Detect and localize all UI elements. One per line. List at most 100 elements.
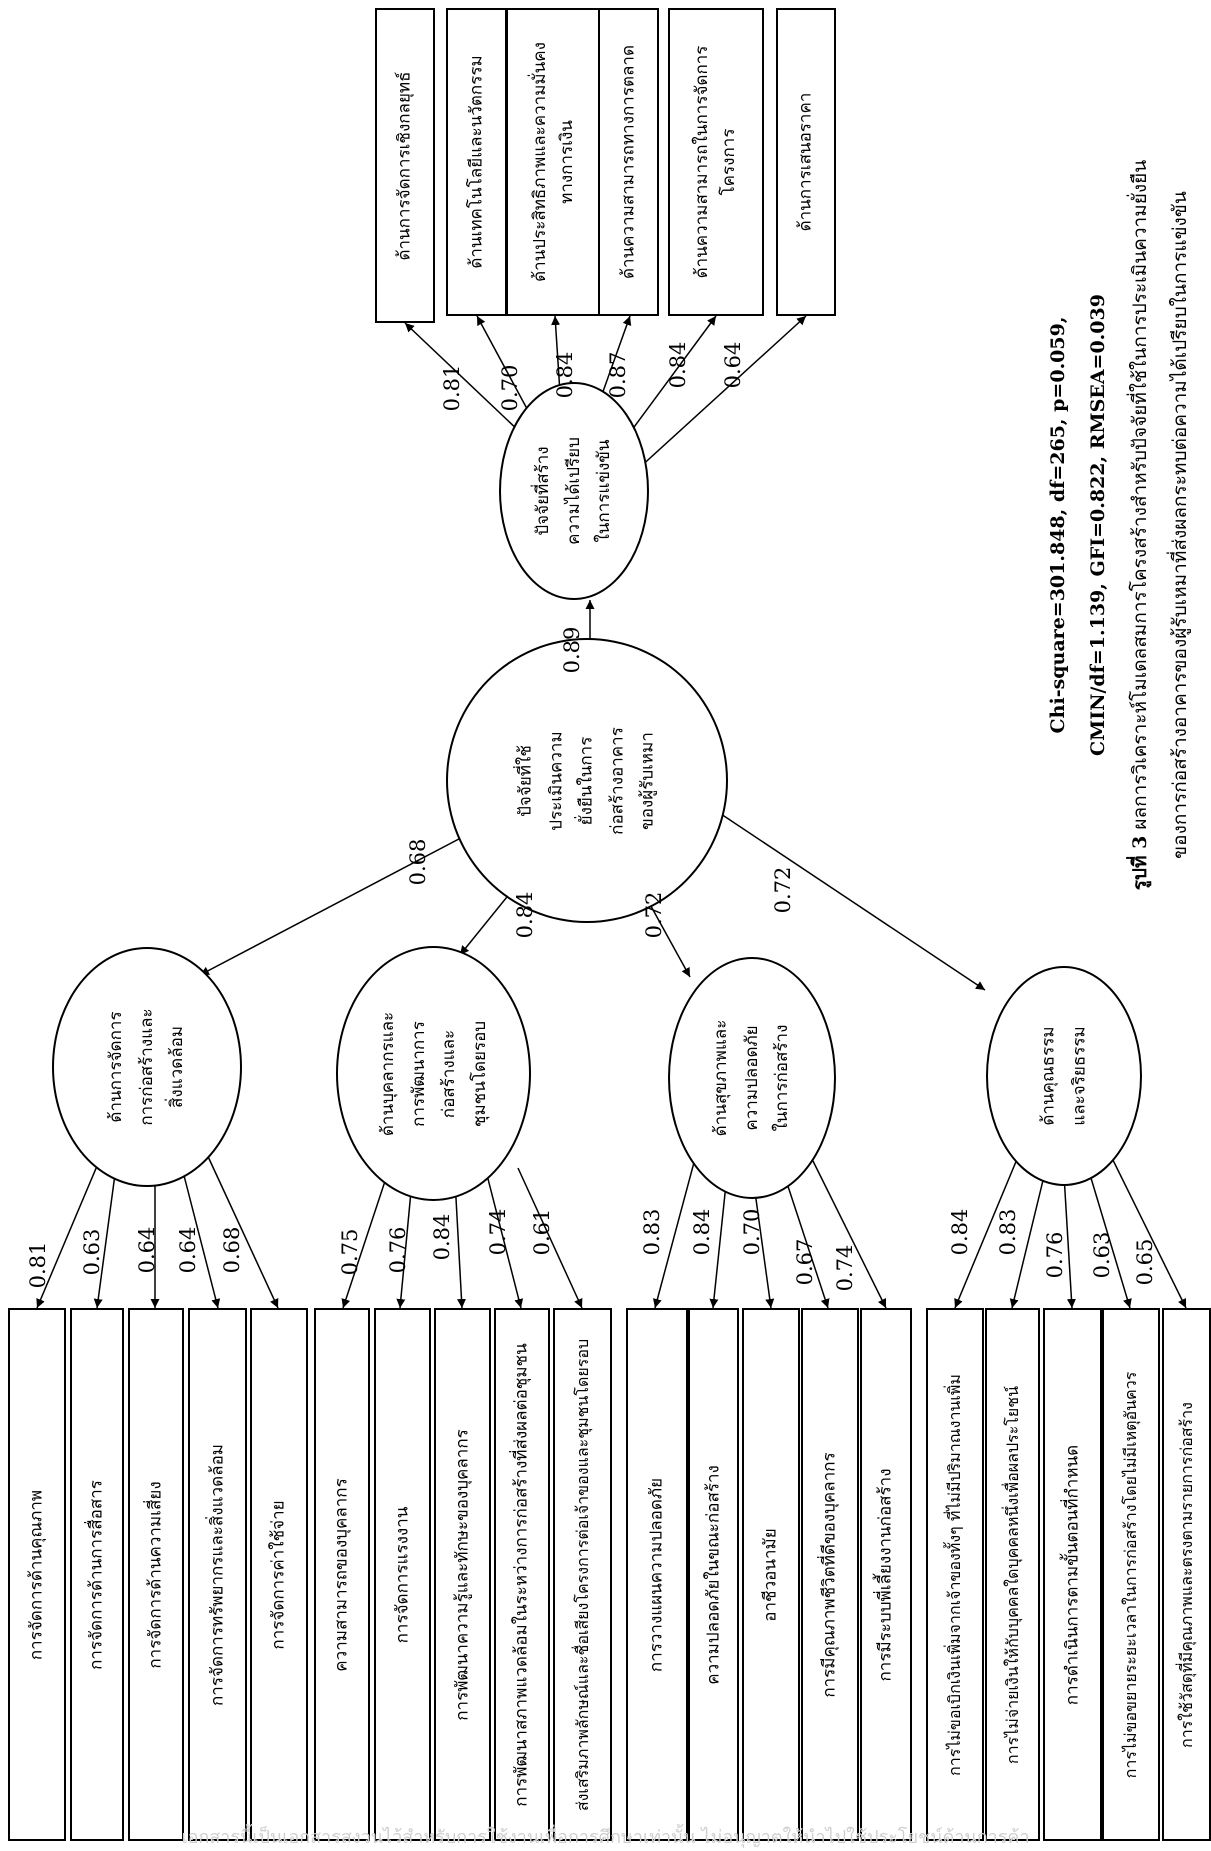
indicator-ethics-4-text: การไม่ขอขยายระยะเวลาในการก่อสร้างโดยไม่ม… [1121,1371,1141,1778]
figure-caption-text: ผลการวิเคราะห์โมเดลสมการโครงสร้างสำหรับป… [1129,159,1151,836]
indicator-hr-2-text: การจัดการแรงงาน [391,1506,412,1643]
arrow-hr-3 [454,1179,467,1309]
indicator-ethics-3-text: การดำเนินการตามขั้นตอนที่กำหนด [1061,1444,1082,1705]
latent-sustainability-center: ปัจจัยที่ใช้ ประเมินความ ยั่งยืนในการ ก่… [446,638,728,923]
path-coef-ethics: 0.72 [771,866,795,914]
indicator-top-5-text: ด้านความสามารถในการจัดการ โครงการ [691,45,739,279]
indicator-safety-3-text: อาชีวอนามัย [760,1527,781,1622]
arrow-ethics-5 [1107,1149,1187,1309]
loading-top-1: 0.81 [440,364,464,412]
arrow-path-ethics [699,799,986,991]
loading-env-4: 0.64 [176,1226,200,1274]
latent-health-safety-text: ด้านสุขภาพและ ความปลอดภัย ในการก่อสร้าง [711,1019,793,1137]
arrow-hr-1 [341,1159,393,1309]
loading-safety-1: 0.83 [640,1208,664,1256]
indicator-env-3-text: การจัดการด้านความเสี่ยง [145,1480,166,1669]
path-coef-env: 0.68 [406,838,430,886]
loading-top-3: 0.84 [553,351,577,399]
indicator-hr-1: ความสามารถของบุคลากร [314,1308,370,1841]
figure-caption-line-2: ของการก่อสร้างอาคารของผู้รับเหมาที่ส่งผล… [1169,191,1191,859]
path-coef-advantage: 0.89 [560,626,584,674]
indicator-safety-3: อาชีวอนามัย [742,1308,800,1841]
loading-safety-2: 0.84 [690,1208,714,1256]
indicator-top-6: ด้านการเสนอราคา [776,8,836,316]
arrow-hr-4 [486,1174,524,1309]
figure-caption-label: รูปที่ 3 [1129,835,1151,891]
loading-ethics-3: 0.76 [1043,1231,1067,1279]
loading-top-4: 0.87 [606,351,630,399]
indicator-top-1-text: ด้านการจัดการเชิงกลยุทธ์ [394,70,415,261]
figure-caption-line-1: รูปที่ 3 ผลการวิเคราะห์โมเดลสมการโครงสร้… [1125,160,1155,891]
loading-env-1: 0.81 [26,1241,50,1289]
indicator-hr-3-text: การพัฒนาความรู้และทักษะของบุคลากร [451,1428,472,1721]
loading-ethics-2: 0.83 [996,1208,1020,1256]
fit-statistics-line-2: CMIN/df=1.139, GFI=0.822, RMSEA=0.039 [1087,294,1109,756]
indicator-top-1: ด้านการจัดการเชิงกลยุทธ์ [375,8,435,323]
indicator-env-4: การจัดการทรัพยากรและสิ่งแวดล้อม [188,1308,247,1841]
indicator-safety-4: การมีคุณภาพชีวิตที่ดีของบุคลากร [801,1308,859,1841]
loading-top-5: 0.84 [666,341,690,389]
indicator-ethics-1: การไม่ขอเบิกเงินเพิ่มจากเจ้าของทั้งๆ ที่… [926,1308,984,1841]
path-coef-hr: 0.84 [513,891,537,939]
indicator-env-4-text: การจัดการทรัพยากรและสิ่งแวดล้อม [206,1443,227,1706]
arrow-safety-1 [652,1139,701,1309]
indicator-ethics-2-text: การไม่จ่ายเงินให้กับบุคคลใดบุคคลหนึ่งเพื… [1002,1385,1022,1764]
indicator-env-3: การจัดการด้านความเสี่ยง [128,1308,184,1841]
loading-safety-3: 0.70 [740,1208,764,1256]
indicator-top-2: ด้านเทคโนโลยีและนวัตกรรม [446,8,507,316]
latent-env-management-text: ด้านการจัดการ การก่อสร้างและ สิ่งแวดล้อม [106,1008,188,1126]
loading-ethics-4: 0.63 [1090,1231,1114,1279]
loading-top-2: 0.70 [498,364,522,412]
loading-env-3: 0.64 [135,1226,159,1274]
indicator-ethics-5: การใช้วัสดุที่มีคุณภาพและตรงตามรายการก่อ… [1162,1308,1211,1841]
fit-statistics-line-1: Chi-square=301.848, df=265, p=0.059, [1047,316,1069,734]
indicator-env-1-text: การจัดการด้านคุณภาพ [26,1489,47,1660]
arrow-path-env [199,829,477,976]
indicator-safety-2-text: ความปลอดภัยในขณะก่อสร้าง [702,1464,723,1685]
arrow-ethics-2 [1009,1167,1047,1309]
indicator-ethics-3: การดำเนินการตามขั้นตอนที่กำหนด [1043,1308,1102,1841]
indicator-top-3: ด้านประสิทธิภาพและความมั่นคง ทางการเงิน [506,8,602,316]
loading-top-6: 0.64 [721,341,745,389]
indicator-top-4: ด้านความสามารถทางการตลาด [598,8,659,316]
latent-personnel-community: ด้านบุคลากรและ การพัฒนาการ ก่อสร้างและ ช… [336,946,531,1201]
indicator-hr-4: การพัฒนาสภาพแวดล้อมในระหว่างการก่อสร้างท… [494,1308,550,1841]
indicator-top-2-text: ด้านเทคโนโลยีและนวัตกรรม [465,55,486,269]
indicator-ethics-4: การไม่ขอขยายระยะเวลาในการก่อสร้างโดยไม่ม… [1102,1308,1160,1841]
path-coef-safety: 0.72 [642,891,666,939]
indicator-hr-5: ส่งเสริมภาพลักษณ์และชื่อเสียงโครงการต่อเ… [553,1308,612,1841]
indicator-ethics-1-text: การไม่ขอเบิกเงินเพิ่มจากเจ้าของทั้งๆ ที่… [945,1373,965,1776]
indicator-safety-4-text: การมีคุณภาพชีวิตที่ดีของบุคลากร [819,1451,840,1698]
loading-hr-1: 0.75 [338,1228,362,1276]
arrow-safety-4 [781,1167,830,1309]
loading-ethics-5: 0.65 [1133,1238,1157,1286]
footer-watermark-text: เอกสารนี้เป็นเอกสารสงวนไว้สำหรับการใช้งา… [181,1827,1030,1848]
indicator-top-4-text: ด้านความสามารถทางการตลาด [617,44,638,280]
indicator-safety-1-text: การวางแผนความปลอดภัย [646,1477,667,1672]
indicator-safety-5-text: การมีระบบพี่เลี้ยงงานก่อสร้าง [875,1467,896,1682]
loading-env-2: 0.63 [80,1228,104,1276]
indicator-ethics-5-text: การใช้วัสดุที่มีคุณภาพและตรงตามรายการก่อ… [1176,1401,1196,1748]
loading-hr-2: 0.76 [386,1226,410,1274]
loading-safety-5: 0.74 [833,1244,857,1292]
arrow-safety-5 [809,1154,887,1309]
indicator-hr-4-text: การพัฒนาสภาพแวดล้อมในระหว่างการก่อสร้างท… [511,1342,532,1807]
indicator-top-3-text: ด้านประสิทธิภาพและความมั่นคง ทางการเงิน [529,42,577,282]
arrow-ethics-1 [954,1151,1021,1309]
latent-health-safety: ด้านสุขภาพและ ความปลอดภัย ในการก่อสร้าง [668,957,836,1199]
indicator-top-5: ด้านความสามารถในการจัดการ โครงการ [668,8,764,316]
indicator-safety-2: ความปลอดภัยในขณะก่อสร้าง [688,1308,739,1841]
indicator-safety-5: การมีระบบพี่เลี้ยงงานก่อสร้าง [860,1308,912,1841]
latent-ethics-text: ด้านคุณธรรม และจริยธรรม [1038,1026,1089,1126]
indicator-safety-1: การวางแผนความปลอดภัย [626,1308,688,1841]
latent-personnel-community-text: ด้านบุคลากรและ การพัฒนาการ ก่อสร้างและ ช… [377,1011,490,1136]
indicator-hr-3: การพัฒนาความรู้และทักษะของบุคลากร [434,1308,491,1841]
arrow-ethics-3 [1063,1174,1076,1309]
indicator-hr-1-text: ความสามารถของบุคลากร [331,1477,352,1672]
loading-safety-4: 0.67 [793,1238,817,1286]
latent-ethics: ด้านคุณธรรม และจริยธรรม [986,966,1142,1186]
latent-competitive-advantage: ปัจจัยที่สร้าง ความได้เปรียบ ในการแข่งขั… [499,382,649,600]
latent-sustainability-center-text: ปัจจัยที่ใช้ ประเมินความ ยั่งยืนในการ ก่… [515,726,658,835]
arrow-ethics-4 [1087,1167,1132,1309]
